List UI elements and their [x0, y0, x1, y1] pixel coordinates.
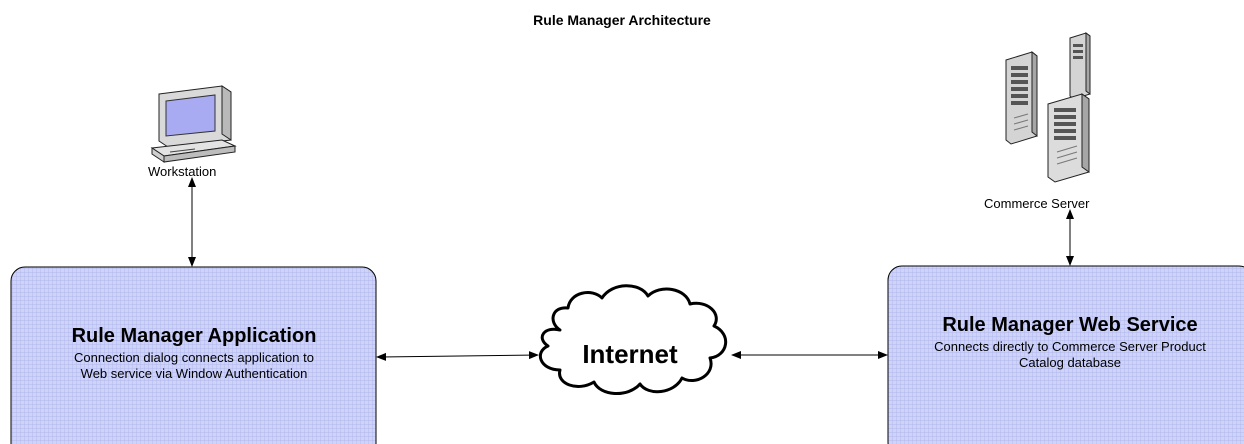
server-towers-icon [1005, 32, 1091, 183]
web-service-description-line: Connects directly to Commerce Server Pro… [934, 339, 1206, 354]
workstation-label: Workstation [148, 164, 217, 179]
application-description-line: Web service via Window Authentication [80, 366, 308, 381]
web-service-box-title: Rule Manager Web Service [942, 314, 1198, 336]
application-box-title: Rule Manager Application [71, 325, 317, 347]
application-box [10, 266, 377, 444]
app-internet-arrow [376, 351, 539, 361]
cloud-icon [538, 284, 727, 395]
commerce-server-label: Commerce Server [984, 196, 1090, 211]
web-service-box-text: Rule Manager Web Service Connects direct… [888, 314, 1244, 371]
web-service-box [887, 265, 1244, 444]
web-service-description-line: Catalog database [1019, 355, 1121, 370]
application-box-description: Connection dialog connects application t… [12, 350, 376, 382]
application-box-text: Rule Manager Application Connection dial… [12, 325, 376, 382]
web-service-box-description: Connects directly to Commerce Server Pro… [888, 339, 1244, 371]
diagram-title: Rule Manager Architecture [533, 12, 711, 28]
application-description-line: Connection dialog connects application t… [74, 350, 314, 365]
workstation-computer-icon [150, 85, 237, 163]
internet-label: Internet [582, 339, 678, 369]
